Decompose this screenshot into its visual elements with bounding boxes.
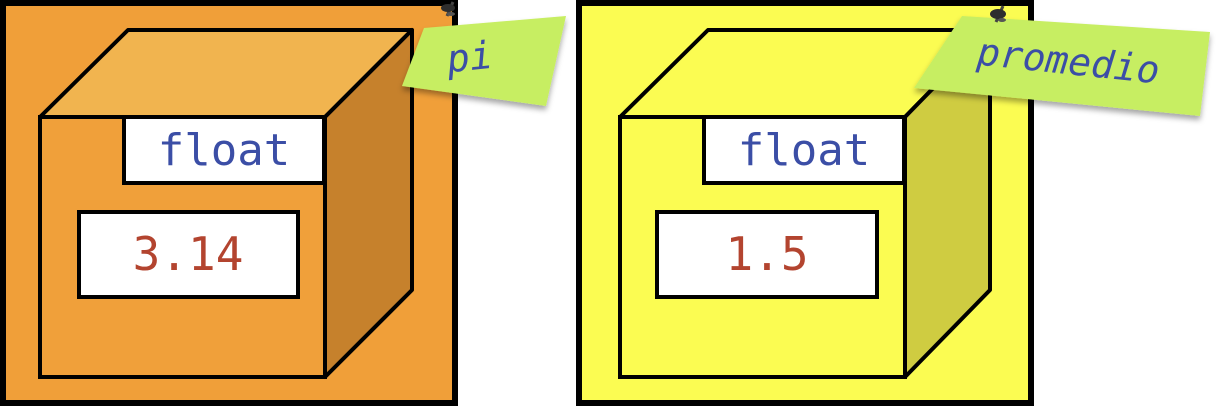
value-text: 3.14 <box>133 227 244 281</box>
name-tag: promedio <box>914 5 1210 116</box>
sticky-note <box>402 16 566 106</box>
type-label: float <box>158 125 290 176</box>
type-label-box <box>122 115 326 185</box>
type-label: float <box>738 125 870 176</box>
name-tag: pi <box>402 1 566 106</box>
type-label-box <box>702 115 906 185</box>
sticky-note <box>914 16 1210 116</box>
pushpin-icon <box>441 1 455 17</box>
variable-name: pi <box>443 33 494 82</box>
value-box <box>655 210 879 299</box>
value-text: 1.5 <box>725 227 808 281</box>
pushpin-icon <box>990 5 1006 23</box>
variable-box-pi: float 3.14 pi <box>0 0 566 406</box>
variable-box-promedio: float 1.5 promedio <box>576 0 1210 406</box>
value-box <box>77 210 300 299</box>
